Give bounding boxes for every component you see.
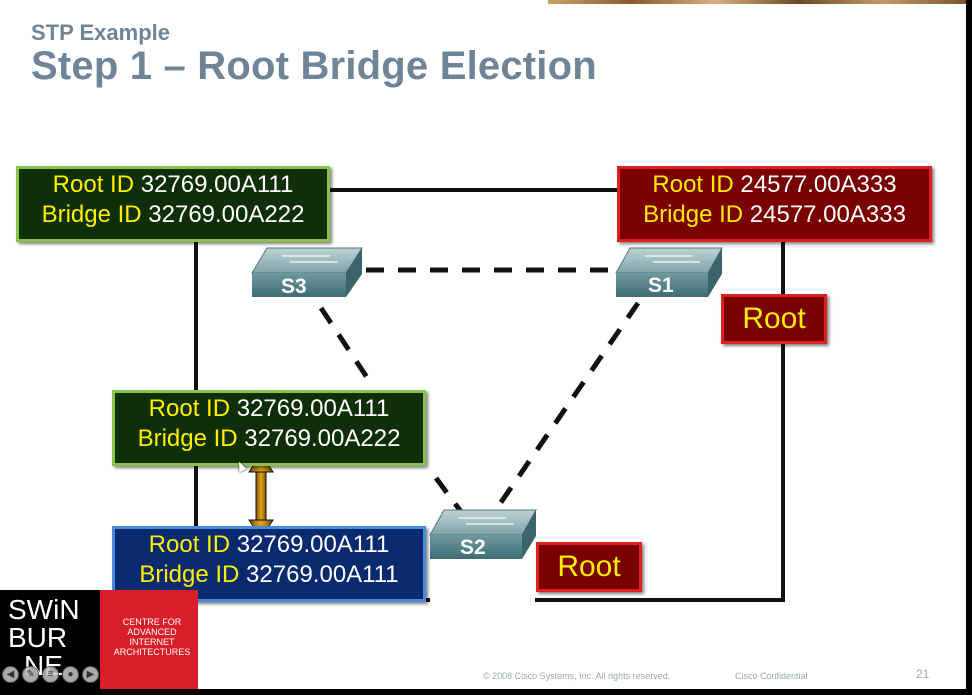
bridge-id-value: 32769.00A111 xyxy=(239,561,399,588)
pointer-icon[interactable]: ● xyxy=(62,666,79,683)
root-id-label: Root ID xyxy=(148,395,231,422)
root-id-label: Root ID xyxy=(52,171,135,198)
s2-root-badge: Root xyxy=(536,542,642,592)
pen-icon[interactable]: ✎ xyxy=(22,666,39,683)
bridge-id-label: Bridge ID xyxy=(139,561,240,588)
back-arrow-icon[interactable]: ◀ xyxy=(2,666,19,683)
footer-copyright: © 2008 Cisco Systems, Inc. All rights re… xyxy=(483,671,671,681)
forward-arrow-icon[interactable]: ▶ xyxy=(82,666,99,683)
switch-s1[interactable]: S1 xyxy=(615,247,723,297)
switch-s2[interactable]: S2 xyxy=(429,509,537,559)
slide-navigation: ◀ ✎ ≡ ● ▶ xyxy=(2,666,99,686)
received-bpdu-info: Root ID 32769.00A111 Bridge ID 32769.00A… xyxy=(112,390,426,466)
root-id-label: Root ID xyxy=(148,531,231,558)
logo-line-1: SWiN xyxy=(8,594,80,625)
bridge-id-value: 32769.00A222 xyxy=(141,201,305,228)
switch-s2-label: S2 xyxy=(460,536,486,559)
bridge-id-value: 32769.00A222 xyxy=(237,425,401,452)
page-number: 21 xyxy=(916,667,930,681)
root-id-value: 32769.00A111 xyxy=(230,395,390,422)
root-id-value: 32769.00A111 xyxy=(230,531,390,558)
logo-accent-panel xyxy=(100,590,198,689)
switch-s1-label: S1 xyxy=(648,274,674,297)
root-id-value: 32769.00A111 xyxy=(134,171,294,198)
switch-s3[interactable]: S3 xyxy=(251,247,363,298)
bridge-id-label: Bridge ID xyxy=(41,201,142,228)
switch-s3-label: S3 xyxy=(281,275,307,298)
bridge-id-value: 24577.00A333 xyxy=(743,201,906,228)
root-id-label: Root ID xyxy=(652,171,734,198)
root-id-value: 24577.00A333 xyxy=(733,171,897,198)
logo-line-2: BUR xyxy=(8,622,68,653)
s3-bridge-info: Root ID 32769.00A111 Bridge ID 32769.00A… xyxy=(16,166,330,242)
decorative-banner xyxy=(548,0,966,4)
s1-root-badge: Root xyxy=(721,294,827,344)
slide-subtitle: STP Example xyxy=(31,20,170,45)
s2-bridge-info: Root ID 32769.00A111 Bridge ID 32769.00A… xyxy=(112,526,426,602)
menu-icon[interactable]: ≡ xyxy=(42,666,59,683)
bridge-id-label: Bridge ID xyxy=(643,201,744,228)
slide-title: Step 1 – Root Bridge Election xyxy=(31,44,597,88)
footer-confidential: Cisco Confidential xyxy=(735,671,808,681)
bridge-id-label: Bridge ID xyxy=(137,425,238,452)
centre-name: CENTRE FOR ADVANCED INTERNET ARCHITECTUR… xyxy=(113,617,191,657)
s1-bridge-info: Root ID 24577.00A333 Bridge ID 24577.00A… xyxy=(617,166,932,242)
dashed-links xyxy=(318,267,641,515)
